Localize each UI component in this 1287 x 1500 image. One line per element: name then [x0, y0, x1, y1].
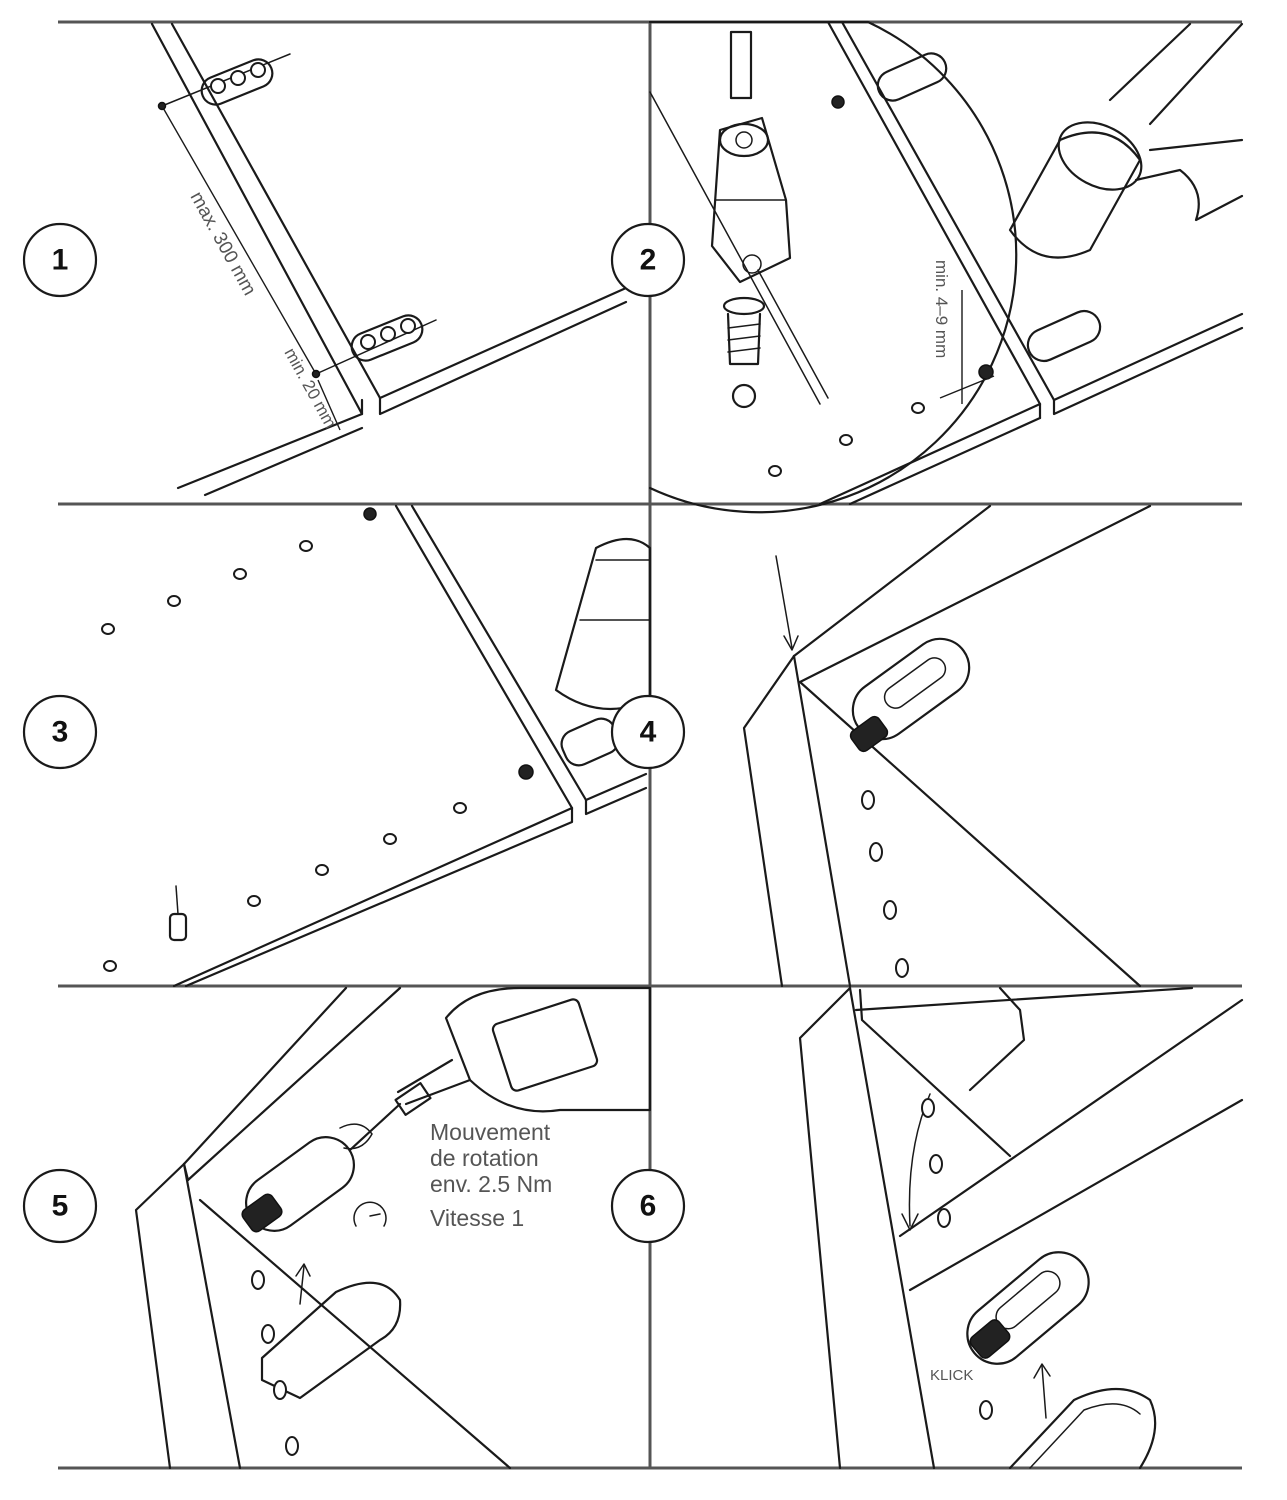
step-number-4: 4	[640, 716, 657, 749]
torque-note-line-3: env. 2.5 Nm	[430, 1171, 552, 1197]
panel-step-4	[742, 504, 1152, 988]
step-number-1: 1	[52, 244, 69, 277]
panel-step-2: min. 4–9 mm	[648, 20, 1244, 514]
click-label: KLICK	[930, 1367, 973, 1384]
cordless-drill-icon	[339, 986, 652, 1152]
bit-icon	[729, 30, 753, 100]
clip-slot-icon	[849, 637, 971, 753]
clip-slot-icon	[350, 314, 424, 362]
clip-slot-icon	[966, 1251, 1090, 1365]
torque-note-line-1: Mouvement	[430, 1119, 551, 1145]
torque-note-line-4: Vitesse 1	[430, 1205, 524, 1231]
step-badge-3: 3	[22, 694, 98, 770]
screw-icon	[722, 296, 766, 409]
torque-note-line-2: de rotation	[430, 1145, 539, 1171]
step-badge-2: 2	[610, 222, 686, 298]
panel-step-6: KLICK	[798, 986, 1244, 1470]
clip-slot-icon	[241, 1136, 355, 1233]
step-number-6: 6	[640, 1190, 657, 1223]
panel-step-1: max. 300 mm min. 20 mm	[150, 22, 628, 497]
release-lever-icon	[1008, 1363, 1157, 1470]
step-number-5: 5	[52, 1190, 69, 1223]
torque-gauge-icon	[353, 1201, 387, 1227]
release-lever-icon	[260, 1263, 402, 1400]
step-number-2: 2	[640, 244, 657, 277]
clip-slot-icon	[1026, 309, 1102, 363]
step-badge-5: 5	[22, 1168, 98, 1244]
step-badge-1: 1	[22, 222, 98, 298]
step-badge-4: 4	[610, 694, 686, 770]
step-badge-6: 6	[610, 1168, 686, 1244]
hammer-icon	[1008, 22, 1244, 259]
panel-step-5: Mouvement de rotation env. 2.5 Nm Vitess…	[134, 986, 652, 1470]
drill-depth-label: min. 4–9 mm	[932, 260, 951, 358]
panel-step-3	[101, 504, 652, 988]
bushing-insert-icon	[168, 885, 188, 942]
step-number-3: 3	[52, 716, 69, 749]
clip-slot-icon	[200, 58, 274, 106]
spreader-bushing-icon	[710, 116, 792, 284]
clip-slot-icon	[876, 52, 948, 102]
mallet-icon	[554, 537, 652, 710]
